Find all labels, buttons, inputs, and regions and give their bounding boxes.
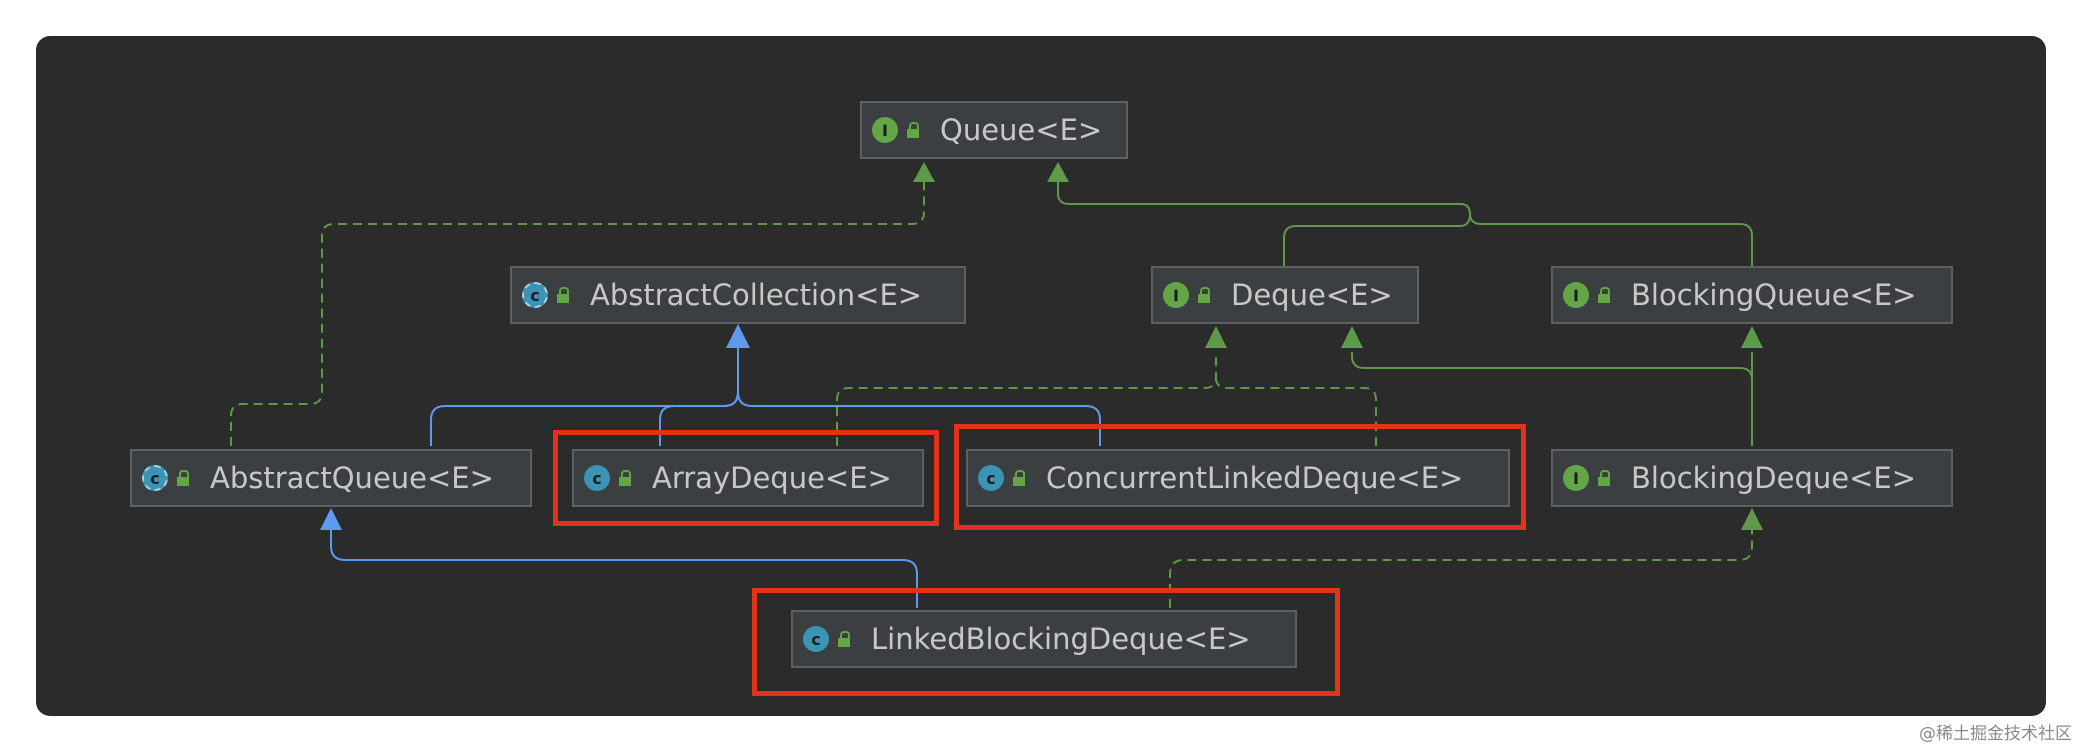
node-queue[interactable]: I Queue<E> xyxy=(860,101,1128,159)
edge-concurrentlinkeddeque-abstractcollection xyxy=(737,391,1101,446)
lock-icon xyxy=(1597,470,1611,486)
lock-icon xyxy=(1197,287,1211,303)
watermark: @稀土掘金技术社区 xyxy=(1919,724,2072,744)
node-array-deque[interactable]: c ArrayDeque<E> xyxy=(572,449,924,507)
node-label: LinkedBlockingDeque<E> xyxy=(871,622,1251,656)
lock-icon xyxy=(176,470,190,486)
interface-icon: I xyxy=(1563,282,1589,308)
node-concurrent-linked-deque[interactable]: c ConcurrentLinkedDeque<E> xyxy=(966,449,1510,507)
lock-icon xyxy=(1597,287,1611,303)
lock-icon xyxy=(618,470,632,486)
edge-arraydeque-deque xyxy=(836,352,1217,446)
interface-icon: I xyxy=(1563,465,1589,491)
arrowhead-abstractcollection xyxy=(726,324,750,348)
node-linked-blocking-deque[interactable]: c LinkedBlockingDeque<E> xyxy=(791,610,1297,668)
highlight-box-linkedblockingdeque xyxy=(752,588,1340,696)
arrowhead-abstractqueue xyxy=(320,508,342,530)
highlight-box-concurrentlinkeddeque xyxy=(954,424,1526,530)
node-label: ArrayDeque<E> xyxy=(652,461,892,495)
edge-linkedblockingdeque-abstractqueue xyxy=(330,528,918,608)
node-blocking-queue[interactable]: I BlockingQueue<E> xyxy=(1551,266,1953,324)
arrowhead-deque-left xyxy=(1205,326,1227,348)
edge-deque-queue xyxy=(1057,178,1472,266)
edge-linkedblockingdeque-blockingdeque xyxy=(1169,528,1753,608)
arrowhead-blockingdeque xyxy=(1741,508,1763,530)
lock-icon xyxy=(1012,470,1026,486)
node-abstract-queue[interactable]: c AbstractQueue<E> xyxy=(130,449,532,507)
class-icon: c xyxy=(803,626,829,652)
node-label: ConcurrentLinkedDeque<E> xyxy=(1046,461,1464,495)
node-blocking-deque[interactable]: I BlockingDeque<E> xyxy=(1551,449,1953,507)
node-label: Deque<E> xyxy=(1231,278,1393,312)
arrowhead-deque-right xyxy=(1341,326,1363,348)
node-abstract-collection[interactable]: c AbstractCollection<E> xyxy=(510,266,966,324)
node-label: AbstractCollection<E> xyxy=(590,278,923,312)
arrowhead-queue-left xyxy=(913,162,935,182)
lock-icon xyxy=(556,287,570,303)
edge-arraydeque-abstractcollection xyxy=(659,391,739,446)
highlight-box-arraydeque xyxy=(553,430,939,526)
node-label: BlockingQueue<E> xyxy=(1631,278,1917,312)
interface-icon: I xyxy=(1163,282,1189,308)
lock-icon xyxy=(837,631,851,647)
abstract-class-icon: c xyxy=(142,465,168,491)
node-label: AbstractQueue<E> xyxy=(210,461,494,495)
node-label: BlockingDeque<E> xyxy=(1631,461,1917,495)
edge-blockingqueue-queue xyxy=(1470,214,1752,266)
arrowhead-queue-right xyxy=(1047,162,1069,182)
node-deque[interactable]: I Deque<E> xyxy=(1151,266,1419,324)
edge-concurrentlinkeddeque-deque xyxy=(1215,377,1377,446)
arrowhead-blockingqueue xyxy=(1741,326,1763,348)
lock-icon xyxy=(906,122,920,138)
interface-icon: I xyxy=(872,117,898,143)
edge-abstractqueue-queue xyxy=(230,178,925,446)
abstract-class-icon: c xyxy=(522,282,548,308)
node-label: Queue<E> xyxy=(940,113,1103,147)
class-icon: c xyxy=(584,465,610,491)
class-icon: c xyxy=(978,465,1004,491)
